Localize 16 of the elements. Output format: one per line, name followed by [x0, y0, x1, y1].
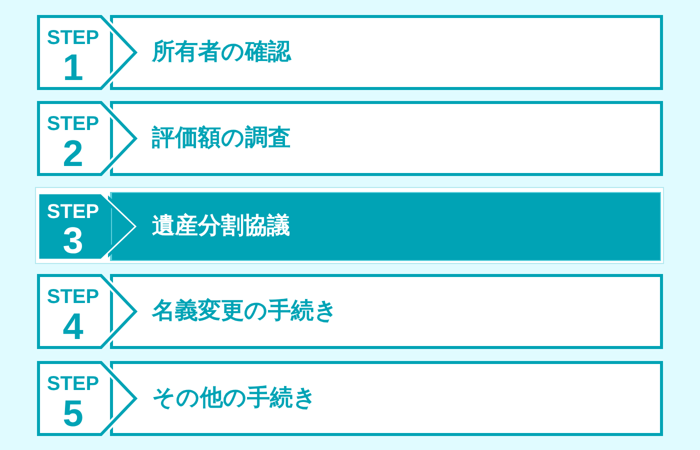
step-number: 5	[62, 395, 84, 432]
step-title: 名義変更の手続き	[152, 298, 338, 326]
step-number: 3	[62, 222, 84, 259]
step-label: STEP	[46, 287, 100, 307]
step-label: STEP	[46, 374, 100, 394]
step-title: 所有者の確認	[152, 38, 291, 66]
step-label: STEP	[46, 202, 100, 222]
step-title: 評価額の調査	[152, 124, 291, 152]
step-number: 2	[62, 135, 84, 172]
step-label: STEP	[46, 28, 100, 48]
step-number: 1	[62, 49, 84, 86]
step-title: その他の手続き	[152, 384, 317, 412]
step-label: STEP	[46, 114, 100, 134]
step-title: 遺産分割協議	[152, 212, 290, 240]
highlight-frame	[35, 187, 664, 264]
step-number: 4	[62, 308, 84, 345]
